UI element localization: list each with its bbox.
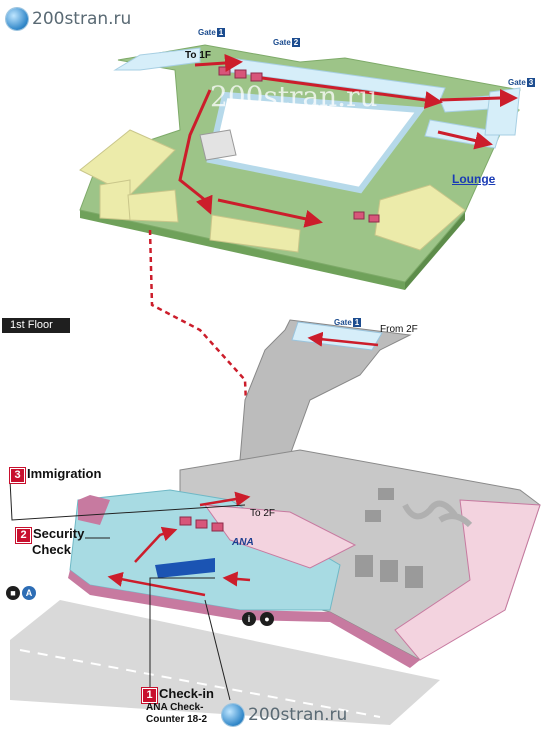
watermark-text: 200stran.ru [248,705,348,725]
facility-icons: i ● [242,612,274,626]
step-label: Security [33,526,85,541]
to-1f-label: To 1F [185,50,211,61]
step-label: Immigration [27,466,102,481]
checkin-sub-2: Counter 18-2 [146,714,208,725]
upper-route [178,54,518,228]
globe-icon [6,8,28,30]
gate-number: 1 [216,28,226,37]
information-icon[interactable]: i [242,612,256,626]
watermark-center: 200stran.ru [210,80,378,113]
floor-connector [148,229,252,496]
step-number: 1 [141,687,158,704]
step-checkin-sub: ANA Check- Counter 18-2 [146,702,207,726]
to-2f-label: To 2F [250,508,276,519]
watermark-bottom: 200stran.ru [222,704,347,726]
gate-word: Gate [508,78,526,87]
tax-free-icon[interactable]: ● [260,612,274,626]
gate-word: Gate [334,318,352,327]
gate-word: Gate [273,38,291,47]
step-label-line2: Check [32,542,72,557]
gate-word: Gate [198,28,216,37]
watermark-top: 200stran.ru [6,8,131,30]
lower-route [107,331,379,597]
transport-icons: ■ A [6,586,36,600]
gate-number: 3 [526,78,536,87]
from-2f-label: From 2F [380,324,418,335]
step-label: Check-in [159,686,214,701]
ana-logo: ANA [232,537,254,548]
upper-floor-plan [79,44,521,496]
checkin-sub-1: ANA Check- [146,702,204,713]
airport-limousine-icon[interactable]: A [22,586,36,600]
floor-label: 1st Floor [2,318,70,333]
first-floor-plan [9,319,541,725]
step-number: 3 [9,467,26,484]
globe-icon [222,704,244,726]
gate-number: 1 [352,318,362,327]
gate-number: 2 [291,38,301,47]
bus-icon[interactable]: ■ [6,586,20,600]
lounge-link[interactable]: Lounge [452,172,496,186]
step-number: 2 [15,527,32,544]
watermark-text: 200stran.ru [32,9,132,29]
